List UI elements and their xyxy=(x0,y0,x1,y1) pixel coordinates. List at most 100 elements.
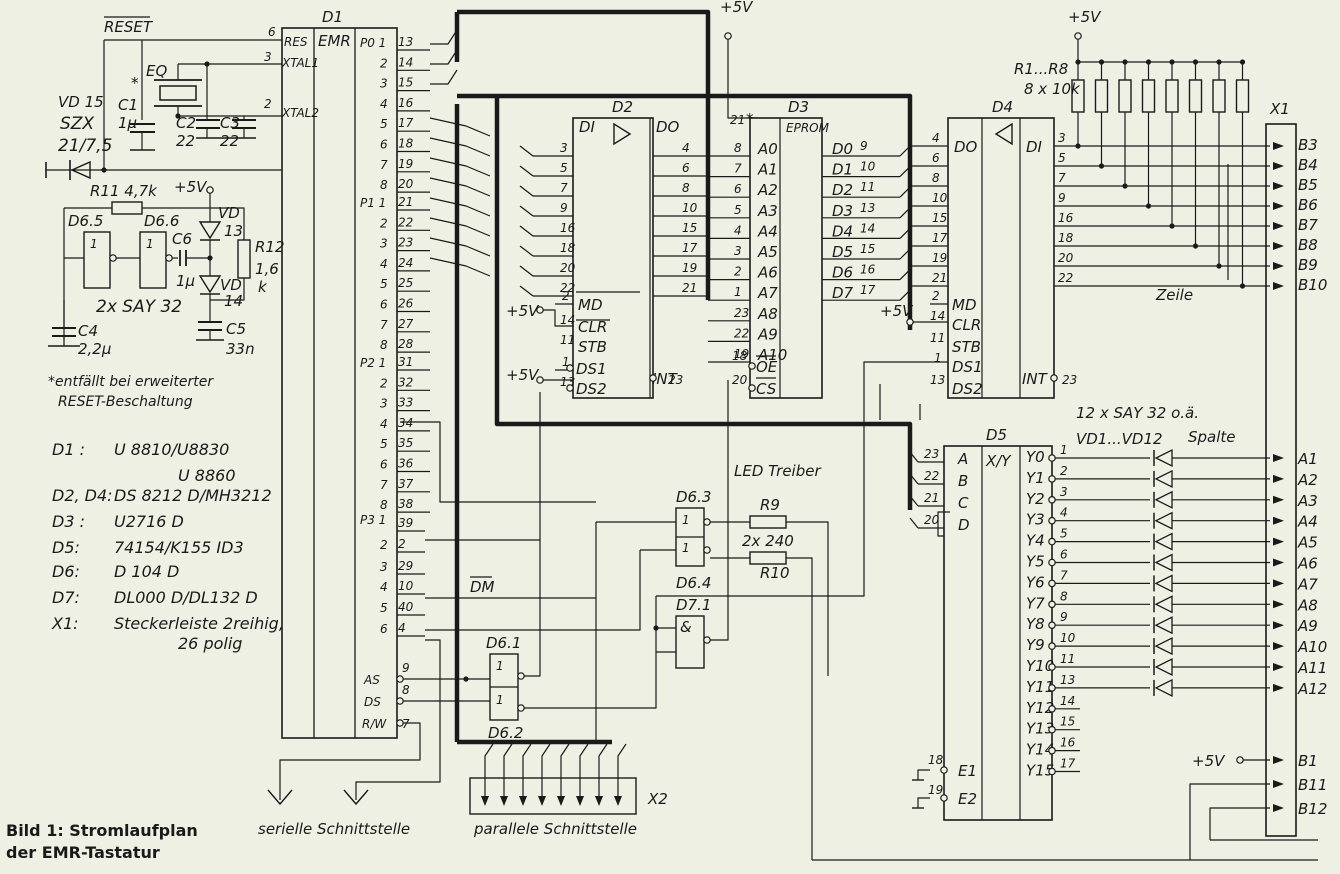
pin-num: 22 xyxy=(560,281,575,295)
d65-label: D6.5 xyxy=(68,212,103,230)
bus-entry xyxy=(519,185,534,197)
x1-pin-b: B6 xyxy=(1298,196,1318,214)
part-value: U 8860 xyxy=(178,466,236,485)
d5-in-label: C xyxy=(958,494,969,512)
pin-num: 3 xyxy=(560,141,568,155)
x1-body xyxy=(1265,123,1297,837)
part-row: U 8860 xyxy=(116,466,236,485)
arrow-head xyxy=(576,796,584,806)
d1-xtal1-label: XTAL1 xyxy=(281,56,319,70)
d4-ds2: DS2 xyxy=(952,380,983,398)
part-row: D7:DL000 D/DL132 D xyxy=(52,588,258,607)
d1-as-label: AS xyxy=(363,673,380,687)
wire xyxy=(1189,783,1270,860)
gate-1: 1 xyxy=(146,237,154,251)
led-diode xyxy=(1154,532,1173,551)
wire xyxy=(917,769,930,780)
d3-addr: A9 xyxy=(757,325,778,343)
pin-num: 16 xyxy=(1060,736,1076,750)
junction-dot xyxy=(101,167,107,173)
junction-dot xyxy=(463,676,469,682)
spalte-label: Spalte xyxy=(1188,428,1236,446)
pin-num: 7 xyxy=(1058,171,1066,185)
wire xyxy=(560,743,570,800)
d3-addr: A2 xyxy=(757,181,778,199)
d4-do: DO xyxy=(954,138,978,156)
d2-clr: CLR xyxy=(578,318,607,336)
x2-label: X2 xyxy=(647,790,668,808)
pin-num: 8 xyxy=(932,171,940,185)
pin-num: 19 xyxy=(398,157,413,171)
arrow-head xyxy=(1273,242,1284,250)
d63-label: D6.3 xyxy=(676,488,711,506)
bus-entry xyxy=(899,145,911,157)
part-value: 74154/K155 ID3 xyxy=(114,538,244,557)
c2-label: C2 xyxy=(176,114,196,132)
serial-label: serielle Schnittstelle xyxy=(258,820,410,838)
arrow-head xyxy=(1273,579,1284,588)
caption-line-2: der EMR-Tastatur xyxy=(6,843,160,862)
bus-entry xyxy=(429,197,491,217)
d5-xy: X/Y xyxy=(985,452,1012,470)
pullup-resistor xyxy=(1118,79,1132,113)
port-bit: 5 xyxy=(380,277,388,291)
bus-entry xyxy=(519,285,534,297)
pin-num: 22 xyxy=(734,326,749,340)
bus-entry xyxy=(899,166,911,178)
port-bit: 6 xyxy=(380,138,388,152)
junction-dot xyxy=(207,255,213,261)
pin-num: 4 xyxy=(682,141,690,155)
pin-num: 10 xyxy=(860,160,876,174)
d1-xtal2-label: XTAL2 xyxy=(281,106,319,120)
arrow-head xyxy=(500,796,508,806)
pin-num: 31 xyxy=(398,355,413,369)
d2-body xyxy=(572,117,654,399)
bus-entry xyxy=(519,245,534,257)
label: 9 xyxy=(402,661,410,675)
pin-num: 37 xyxy=(398,477,414,491)
x1-pin-a: A10 xyxy=(1297,638,1327,656)
pin-num: 3 xyxy=(1058,131,1066,145)
d3-addr: A1 xyxy=(757,161,778,179)
port-bit: 4 xyxy=(380,580,388,594)
x1-label: X1 xyxy=(1269,100,1290,118)
zeile-label: Zeile xyxy=(1155,286,1193,304)
label: 21 xyxy=(730,113,745,127)
pin-num: 20 xyxy=(924,513,940,527)
d3-body xyxy=(749,117,823,399)
pin-num: 18 xyxy=(1058,231,1074,245)
part-ref: D1 : xyxy=(52,440,85,459)
inversion-bubble xyxy=(1074,32,1082,40)
d4-md: MD xyxy=(952,296,977,314)
r12-body xyxy=(237,239,251,279)
arrow-head xyxy=(1273,537,1284,546)
inversion-bubble xyxy=(703,518,711,526)
pin-num: 21 xyxy=(932,271,947,285)
pin-num: 4 xyxy=(932,131,940,145)
d5-out-label: Y8 xyxy=(1026,615,1045,633)
x2-body xyxy=(469,777,637,815)
c4-value: 2,2μ xyxy=(78,340,111,358)
wire xyxy=(210,207,245,240)
pin-num: 19 xyxy=(932,251,947,265)
pin-num: 3 xyxy=(734,244,742,258)
label: 14 xyxy=(930,309,945,323)
pin-num: 10 xyxy=(932,191,948,205)
inversion-bubble xyxy=(396,675,404,683)
pin-num: 16 xyxy=(560,221,576,235)
d5-in-label: B xyxy=(958,472,968,490)
port-bit: 3 xyxy=(380,237,388,251)
d2-int: INT xyxy=(652,370,679,388)
d1-port-label: P2 1 xyxy=(360,356,386,370)
d3-addr: A3 xyxy=(757,202,778,220)
pin-num: 5 xyxy=(1060,527,1068,541)
wire xyxy=(425,550,641,631)
x1-pin-a: A7 xyxy=(1297,575,1318,593)
d5-out-label: Y6 xyxy=(1026,573,1045,591)
label: 11 xyxy=(560,333,575,347)
wire xyxy=(355,639,441,800)
d5-body xyxy=(943,445,1053,821)
inversion-bubble xyxy=(1048,725,1056,734)
junction-dot xyxy=(1239,59,1246,65)
label: 1 xyxy=(496,693,504,707)
